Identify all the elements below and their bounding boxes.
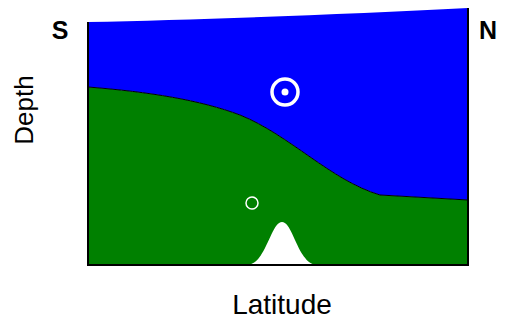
weak-flow-symbol [246, 197, 258, 209]
axis-label: Depth [11, 75, 37, 144]
flow-out-dot [282, 89, 289, 96]
upper-layer [88, 8, 468, 200]
seamount [248, 222, 316, 265]
direction-label: S [52, 18, 69, 43]
flow-out-symbol [272, 79, 298, 105]
frame [88, 8, 468, 265]
axis-label: Latitude [232, 291, 332, 319]
direction-label: N [479, 18, 497, 43]
